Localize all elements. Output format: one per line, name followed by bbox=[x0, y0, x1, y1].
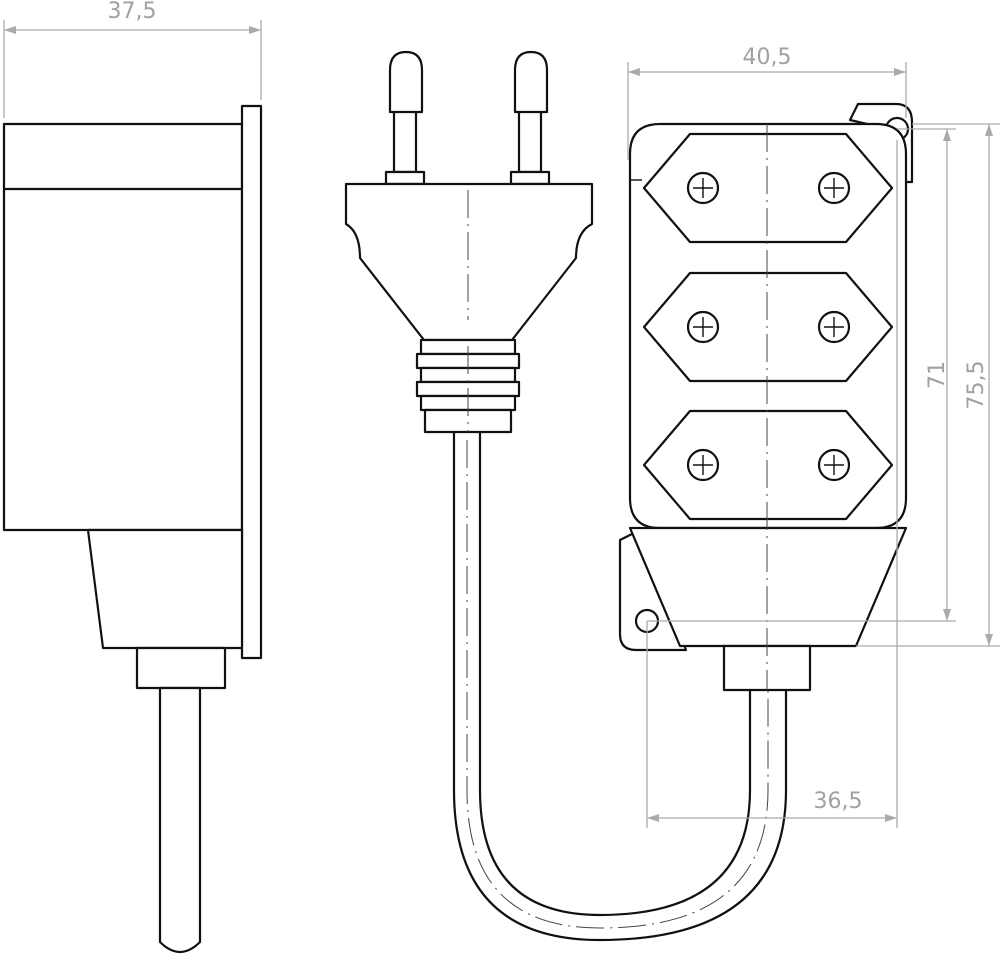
cable-inner bbox=[478, 430, 752, 917]
dim-outer-height: 75,5 bbox=[964, 361, 989, 410]
socket-outlet-3 bbox=[642, 409, 894, 521]
cable-outer bbox=[452, 430, 788, 942]
pin-right-collar bbox=[509, 170, 551, 186]
dim-strip-width: 40,5 bbox=[743, 45, 792, 70]
socket-2-recess bbox=[642, 271, 894, 383]
cable-centerline bbox=[466, 440, 769, 929]
pin-right-tip bbox=[513, 50, 549, 114]
socket-outlet-1 bbox=[642, 132, 894, 244]
side-cable-gland bbox=[135, 646, 227, 690]
pin-left-collar bbox=[384, 170, 426, 186]
pin-left-tip bbox=[388, 50, 424, 114]
socket-screw-icon bbox=[686, 310, 720, 344]
side-tail bbox=[86, 528, 244, 650]
pin-left-shaft bbox=[392, 108, 418, 174]
socket-screw-icon bbox=[686, 448, 720, 482]
plug-pin-left bbox=[384, 50, 426, 186]
socket-screw-icon bbox=[686, 171, 720, 205]
dimension-lines bbox=[3, 20, 1000, 828]
side-mount-plate bbox=[240, 104, 263, 660]
plug-view bbox=[344, 50, 788, 942]
plug-pin-right bbox=[509, 50, 551, 186]
pin-right-shaft bbox=[517, 108, 543, 174]
side-cable bbox=[158, 686, 202, 954]
dim-hole-spacing: 36,5 bbox=[814, 789, 863, 814]
plug-body bbox=[344, 182, 594, 342]
socket-3-recess bbox=[642, 409, 894, 521]
socket-screw-icon bbox=[817, 171, 851, 205]
socket-screw-icon bbox=[817, 310, 851, 344]
socket-outlet-2 bbox=[642, 271, 894, 383]
dimension-labels: 37,5 40,5 36,5 71 75,5 bbox=[108, 0, 989, 814]
socket-strip-view bbox=[618, 102, 914, 692]
dim-side-depth: 37,5 bbox=[108, 0, 157, 24]
side-view bbox=[2, 104, 263, 954]
socket-screw-icon bbox=[817, 448, 851, 482]
strip-neck bbox=[628, 526, 908, 648]
socket-1-recess bbox=[642, 132, 894, 244]
dim-inner-height: 71 bbox=[925, 361, 950, 389]
side-body bbox=[2, 122, 244, 532]
